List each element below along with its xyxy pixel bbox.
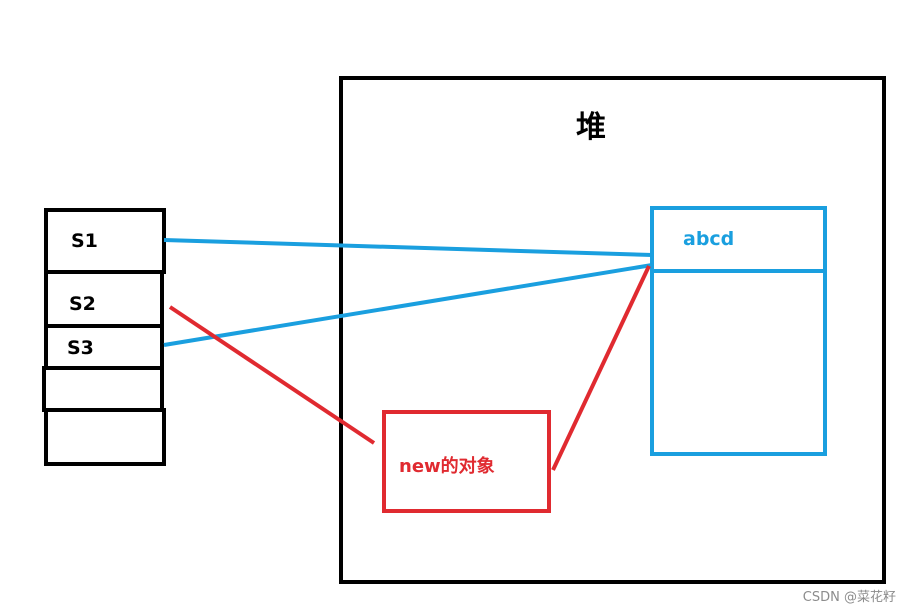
heap-label: 堆 (576, 110, 606, 145)
reference-line-new-object-to-string (551, 265, 651, 471)
new-object-label: new的对象 (399, 455, 495, 477)
string-object-value: abcd (683, 228, 734, 250)
new-object: new的对象 (382, 410, 551, 513)
reference-line-s1-to-string (163, 238, 653, 257)
stack-label-s3: S3 (67, 337, 94, 359)
string-object-box (650, 206, 827, 456)
watermark: CSDN @菜花籽 (803, 589, 896, 605)
string-object: abcd (650, 206, 827, 456)
stack-cell-s2 (44, 270, 164, 328)
stack: S1 S2 S3 (42, 208, 166, 466)
stack-label-s1: S1 (71, 230, 98, 252)
reference-line-s3-to-string (163, 263, 653, 347)
stack-label-s2: S2 (69, 293, 96, 315)
heap-box (339, 76, 886, 584)
stack-cell-s1 (44, 208, 166, 274)
stack-cell-s3 (44, 324, 164, 370)
stack-cell-empty-2 (44, 408, 166, 466)
new-object-box (382, 410, 551, 513)
stack-cell-empty-1 (42, 366, 164, 412)
reference-line-s2-to-new-object (168, 305, 376, 445)
